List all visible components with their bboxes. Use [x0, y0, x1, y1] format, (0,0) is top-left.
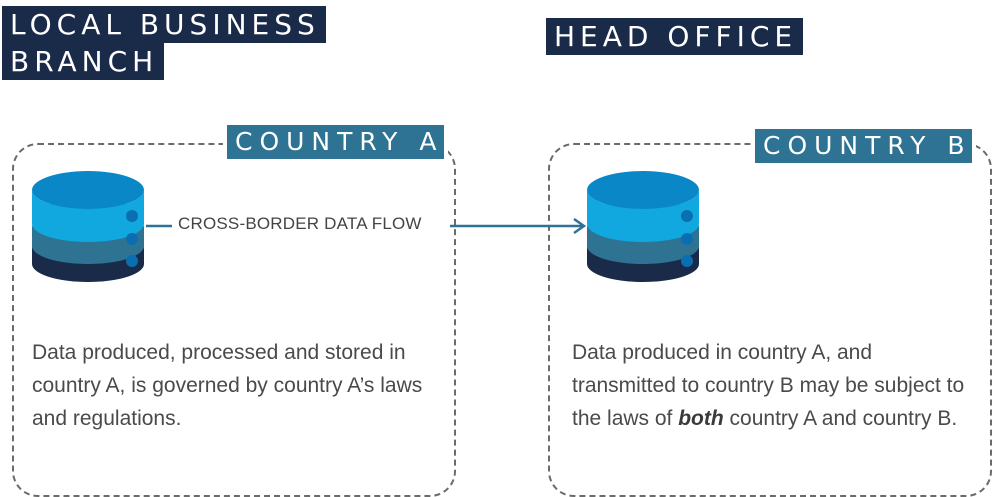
country-b-description-emphasis: both [678, 407, 724, 430]
country-b-description-after: country A and country B. [723, 407, 958, 430]
database-icon-a [32, 171, 144, 282]
heading-head-office: HEAD OFFICE [546, 18, 804, 55]
country-a-description: Data produced, processed and stored in c… [32, 341, 423, 430]
cross-border-flow-label: CROSS-BORDER DATA FLOW [178, 214, 422, 233]
country-b-description: Data produced in country A, and transmit… [572, 336, 972, 435]
country-a-label: COUNTRY A [223, 125, 448, 159]
country-b-description-before: Data produced in country A, and transmit… [572, 341, 965, 430]
heading-left-line2: BRANCH [2, 43, 165, 80]
database-icon-b [587, 171, 699, 282]
heading-local-business-branch: LOCAL BUSINESS BRANCH [2, 6, 326, 80]
country-b-label: COUNTRY B [751, 129, 976, 163]
heading-right-text: HEAD OFFICE [546, 18, 804, 55]
heading-left-line1: LOCAL BUSINESS [2, 6, 326, 43]
